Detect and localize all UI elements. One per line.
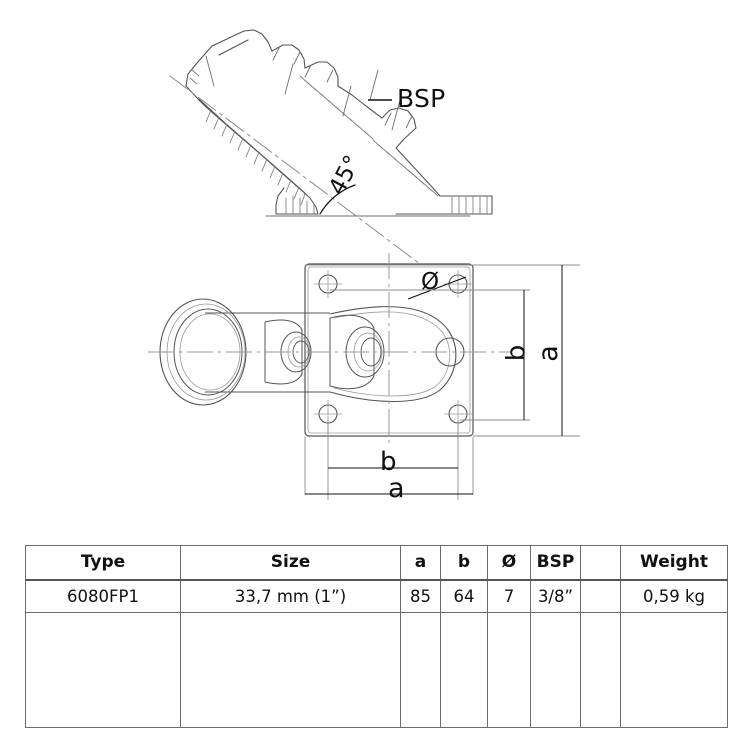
- table-row: 6080FP1 33,7 mm (1”) 85 64 7 3/8” 0,59 k…: [25, 578, 728, 614]
- tube-rib-hatching: [205, 109, 306, 206]
- cell-b: 64: [440, 578, 488, 614]
- foot-hatching-right: [451, 196, 488, 214]
- socket-end-hatching: [189, 69, 200, 85]
- dimension-lines: [304, 264, 580, 500]
- foot-hatching-left: [285, 195, 315, 214]
- column-header-weight: Weight: [620, 545, 728, 581]
- column-header-blank: [580, 545, 621, 581]
- cell-empty-weight: [620, 612, 728, 728]
- cell-empty-b: [440, 612, 488, 728]
- centerline-ticks: [205, 55, 401, 131]
- diameter-symbol-label: Ø: [421, 269, 440, 295]
- dim-label-a-vertical: a: [532, 345, 564, 362]
- column-header-diameter: Ø: [487, 545, 531, 581]
- cell-size: 33,7 mm (1”): [180, 578, 401, 614]
- table-empty-row: [25, 612, 728, 728]
- column-header-type: Type: [25, 545, 181, 581]
- boss-outline-inner: [333, 311, 451, 397]
- bsp-annotation-label: BSP: [397, 84, 446, 113]
- mounting-holes: [318, 274, 468, 424]
- dim-label-a-horizontal: a: [388, 473, 405, 504]
- table-header-row: Type Size a b Ø BSP Weight: [25, 545, 728, 581]
- spec-table-container: Type Size a b Ø BSP Weight 6080FP1 33,7 …: [25, 545, 728, 728]
- diameter-leader: [407, 276, 467, 300]
- cell-empty-bsp: [530, 612, 581, 728]
- angle-arc: [319, 184, 356, 215]
- cell-blank: [580, 578, 621, 614]
- boss-outline: [329, 306, 457, 402]
- cell-type: 6080FP1: [25, 578, 181, 614]
- tube-body-side: [205, 312, 330, 393]
- dim-label-b-vertical: b: [501, 344, 532, 362]
- cell-empty-a: [400, 612, 441, 728]
- column-header-size: Size: [180, 545, 401, 581]
- column-header-b: b: [440, 545, 488, 581]
- cell-empty-blank: [580, 612, 621, 728]
- bottom-view-group: [148, 253, 510, 447]
- top-view-group: [169, 29, 493, 265]
- bsp-thread-marks: [272, 47, 413, 129]
- product-specification-table: Type Size a b Ø BSP Weight 6080FP1 33,7 …: [25, 545, 728, 728]
- cell-empty-diameter: [487, 612, 531, 728]
- dim-label-b-horizontal: b: [380, 447, 397, 477]
- cell-empty-type: [25, 612, 181, 728]
- column-header-bsp: BSP: [530, 545, 581, 581]
- tube-centerline: [169, 75, 421, 265]
- cell-a: 85: [400, 578, 441, 614]
- cell-empty-size: [180, 612, 401, 728]
- cell-diameter: 7: [487, 578, 531, 614]
- tube-upper-rib-hatching: [299, 75, 439, 197]
- hole-center-marks: [314, 270, 472, 428]
- column-header-a: a: [400, 545, 441, 581]
- cell-weight: 0,59 kg: [620, 578, 728, 614]
- extension-lines: [304, 264, 580, 500]
- cell-bsp: 3/8”: [530, 578, 581, 614]
